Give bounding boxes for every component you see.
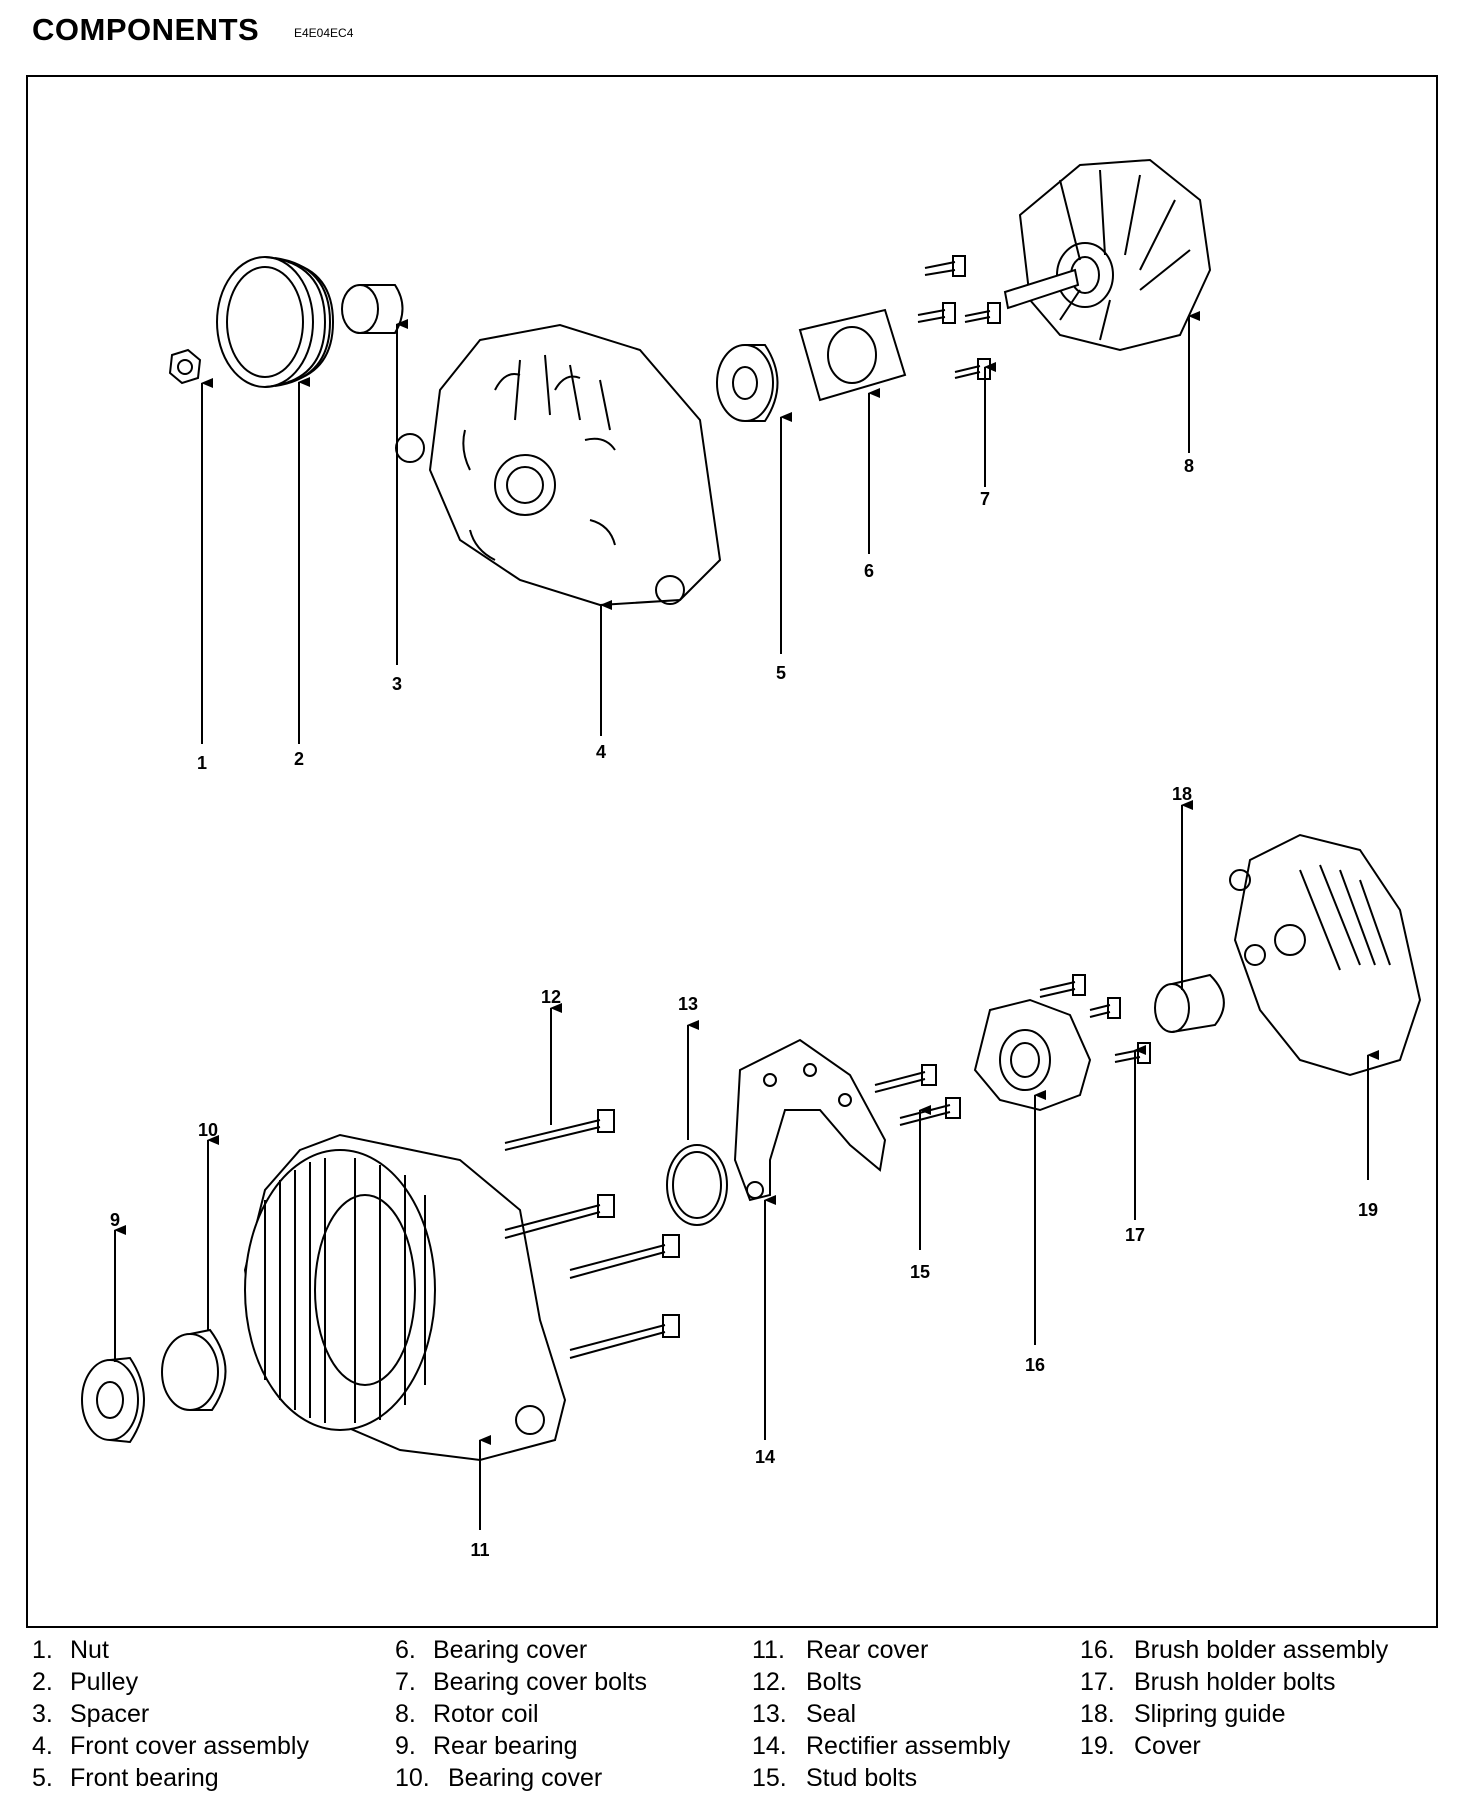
callout-6: 6 <box>864 561 874 581</box>
callout-18: 18 <box>1172 784 1192 804</box>
legend-column-2: 6.Bearing cover 7.Bearing cover bolts 8.… <box>395 1634 647 1794</box>
diagram-frame <box>26 75 1438 1628</box>
legend-item: 15.Stud bolts <box>752 1764 918 1792</box>
slipring-guide-part <box>1154 973 1225 1033</box>
legend-item: 4.Front cover assembly <box>32 1732 309 1760</box>
legend-item: 13.Seal <box>752 1700 857 1728</box>
legend-item: 5.Front bearing <box>32 1764 219 1792</box>
leader-lines <box>114 311 1379 1530</box>
legend-item: 6.Bearing cover <box>395 1636 588 1664</box>
legend-item: 12.Bolts <box>752 1668 862 1696</box>
cover-part <box>1229 833 1422 1077</box>
front-bearing-part <box>716 344 779 422</box>
callout-17: 17 <box>1125 1225 1145 1245</box>
legend-item: 3.Spacer <box>32 1700 150 1728</box>
callout-4: 4 <box>596 742 606 762</box>
rear-cover-part <box>243 1133 567 1462</box>
legend-item: 14.Rectifier assembly <box>752 1732 1011 1760</box>
seal-part <box>666 1144 728 1226</box>
rotor-coil-part <box>1003 158 1212 352</box>
legend-item: 8.Rotor coil <box>395 1700 539 1728</box>
rectifier-part <box>733 1038 887 1202</box>
legend-column-3: 11.Rear cover 12.Bolts 13.Seal 14.Rectif… <box>752 1634 1010 1794</box>
callout-7: 7 <box>980 489 990 509</box>
legend-item: 10.Bearing cover <box>395 1764 603 1792</box>
bearing-cover-bolts-part <box>917 255 1001 380</box>
rear-bearing-part <box>81 1356 145 1444</box>
document-code: E4E04EC4 <box>294 26 354 40</box>
callout-12: 12 <box>541 987 561 1007</box>
legend-item: 19.Cover <box>1080 1732 1201 1760</box>
front-cover-part <box>395 323 722 607</box>
legend-item: 11.Rear cover <box>752 1636 929 1664</box>
spacer-part <box>341 284 404 334</box>
legend-column-4: 16.Brush bolder assembly 17.Brush holder… <box>1080 1634 1388 1762</box>
callout-8: 8 <box>1184 456 1194 476</box>
brush-holder-part <box>973 998 1092 1112</box>
callout-16: 16 <box>1025 1355 1045 1375</box>
stud-bolts-part <box>874 1064 961 1126</box>
legend-item: 16.Brush bolder assembly <box>1080 1636 1389 1664</box>
callout-2: 2 <box>294 749 304 769</box>
legend-item: 9.Rear bearing <box>395 1732 578 1760</box>
legend-item: 7.Bearing cover bolts <box>395 1668 648 1696</box>
callout-14: 14 <box>755 1447 775 1467</box>
callout-9: 9 <box>110 1210 120 1230</box>
through-bolts-part <box>504 1109 680 1359</box>
page-title: COMPONENTS <box>32 12 260 47</box>
bearing-cover-part <box>798 308 907 402</box>
nut-part <box>168 348 202 385</box>
legend-item: 17.Brush holder bolts <box>1080 1668 1336 1696</box>
callout-11: 11 <box>470 1540 489 1560</box>
callout-1: 1 <box>197 753 207 773</box>
legend-item: 1.Nut <box>32 1636 109 1664</box>
callout-5: 5 <box>776 663 786 683</box>
pulley-part <box>216 256 335 388</box>
callout-15: 15 <box>910 1262 930 1282</box>
callout-10: 10 <box>198 1120 218 1140</box>
legend-item: 2.Pulley <box>32 1668 139 1696</box>
callout-19: 19 <box>1358 1200 1378 1220</box>
rear-bearing-cover-part <box>161 1328 227 1411</box>
callout-13: 13 <box>678 994 698 1014</box>
legend-item: 18.Slipring guide <box>1080 1700 1286 1728</box>
legend-column-1: 1.Nut 2.Pulley 3.Spacer 4.Front cover as… <box>32 1634 309 1794</box>
callout-3: 3 <box>392 674 402 694</box>
